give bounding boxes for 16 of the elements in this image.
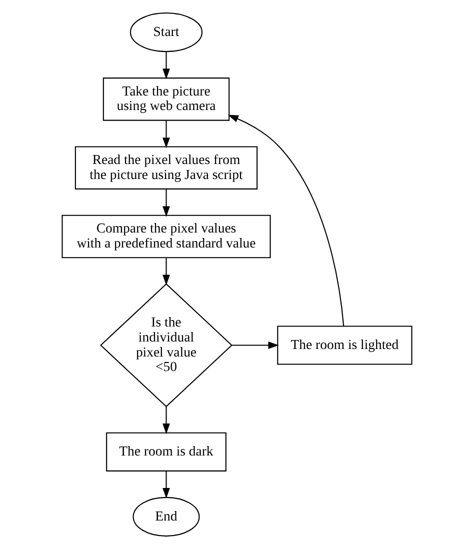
arrow	[162, 406, 170, 434]
node-box: Read the pixel values from the picture using Java script	[74, 146, 258, 190]
node-ellipse: End	[132, 496, 200, 537]
arrow	[162, 471, 170, 499]
arrow	[162, 120, 170, 148]
arrow	[232, 342, 279, 349]
node-box: The room is lighted	[277, 326, 412, 365]
node-box: Compare the pixel values with a predefined standard value	[62, 214, 271, 258]
node-box: Take the picture using web camera	[102, 78, 230, 121]
arrow	[162, 52, 170, 80]
node-box: The room is dark	[106, 432, 226, 472]
arrow	[162, 258, 170, 286]
arrow	[162, 189, 170, 217]
node-ellipse: Start	[130, 12, 203, 52]
node-diamond: Is the individual pixel value <50	[100, 283, 232, 408]
arrow	[228, 114, 344, 326]
